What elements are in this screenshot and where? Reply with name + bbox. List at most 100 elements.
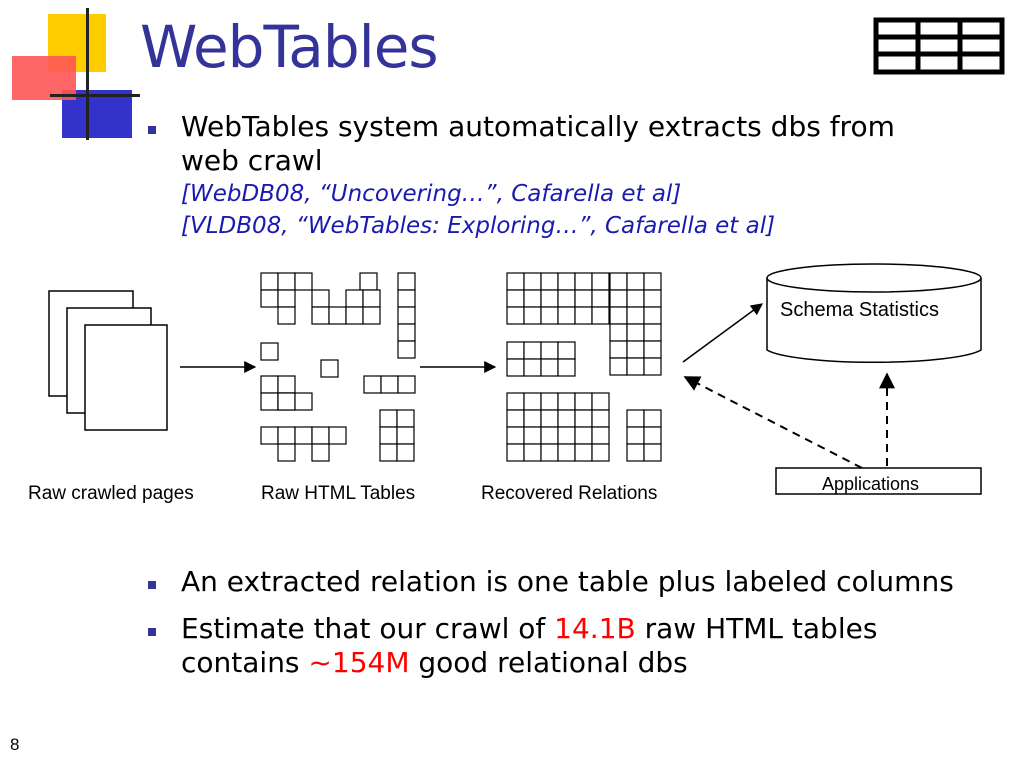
table-cell	[540, 426, 559, 445]
schema-statistics-cylinder	[766, 263, 982, 364]
table-cell	[320, 359, 339, 378]
table-cell	[506, 443, 525, 462]
citation-2: [VLDB08, “WebTables: Exploring…”, Cafare…	[181, 213, 776, 239]
table-cell	[609, 357, 628, 376]
table-cell	[574, 289, 593, 308]
table-cell	[557, 272, 576, 291]
table-cell	[540, 358, 559, 377]
table-cell	[574, 443, 593, 462]
table-cell	[277, 272, 296, 291]
table-cell	[609, 340, 628, 359]
table-cell	[506, 272, 525, 291]
table-cell	[506, 426, 525, 445]
label-applications: Applications	[822, 474, 920, 494]
bullet-1-text: WebTables system automatically extracts …	[181, 110, 895, 178]
table-cell	[506, 341, 525, 360]
table-cell	[540, 392, 559, 411]
arrow-relations-to-schema	[682, 303, 763, 363]
table-cell	[277, 392, 296, 411]
bullet-1-line2: web crawl	[181, 144, 323, 177]
table-cell	[277, 426, 296, 445]
table-cell	[260, 272, 279, 291]
table-cell	[397, 272, 416, 291]
table-cell	[523, 409, 542, 428]
table-cell	[311, 306, 330, 325]
table-cell	[311, 426, 330, 445]
table-cell	[397, 306, 416, 325]
table-cell	[523, 392, 542, 411]
table-cell	[643, 357, 662, 376]
table-cell	[277, 375, 296, 394]
table-cell	[260, 392, 279, 411]
table-cell	[277, 289, 296, 308]
table-cell	[523, 341, 542, 360]
table-cell	[540, 409, 559, 428]
table-cell	[311, 289, 330, 308]
table-cell	[540, 272, 559, 291]
table-cell	[609, 272, 628, 291]
table-cell	[523, 358, 542, 377]
table-cell	[574, 426, 593, 445]
highlight-154m: ~154M	[308, 646, 410, 679]
table-cell	[397, 289, 416, 308]
table-cell	[557, 289, 576, 308]
table-cell	[362, 289, 381, 308]
table-cell	[643, 323, 662, 342]
table-cell	[379, 409, 398, 428]
table-cell	[260, 342, 279, 361]
table-cell	[345, 289, 364, 308]
table-cell	[643, 340, 662, 359]
table-cell	[591, 426, 610, 445]
table-cell	[609, 306, 628, 325]
table-cell	[260, 375, 279, 394]
table-cell	[328, 426, 347, 445]
table-cell	[643, 409, 662, 428]
table-cell	[277, 443, 296, 462]
label-schema-statistics: Schema Statistics	[780, 299, 939, 321]
table-cell	[626, 443, 645, 462]
table-cell	[540, 306, 559, 325]
table-cell	[362, 306, 381, 325]
table-grids	[260, 272, 662, 462]
bullet-marker	[148, 628, 156, 636]
table-cell	[626, 306, 645, 325]
table-cell	[557, 306, 576, 325]
table-cell	[557, 409, 576, 428]
label-recovered-relations: Recovered Relations	[481, 483, 658, 504]
table-cell	[574, 392, 593, 411]
table-cell	[396, 443, 415, 462]
table-cell	[397, 340, 416, 359]
table-cell	[379, 426, 398, 445]
citation-1: [WebDB08, “Uncovering…”, Cafarella et al…	[181, 181, 682, 207]
table-cell	[591, 289, 610, 308]
table-cell	[574, 409, 593, 428]
table-cell	[260, 426, 279, 445]
table-cell	[523, 272, 542, 291]
bullet-2-text: An extracted relation is one table plus …	[181, 565, 954, 598]
table-cell	[396, 409, 415, 428]
table-cell	[626, 340, 645, 359]
table-cell	[311, 443, 330, 462]
table-cell	[574, 272, 593, 291]
table-cell	[626, 426, 645, 445]
table-cell	[294, 392, 313, 411]
table-cell	[591, 443, 610, 462]
bullet-3-line2: contains ~154M good relational dbs	[181, 646, 688, 679]
table-cell	[506, 289, 525, 308]
table-cell	[643, 306, 662, 325]
raw-pages-icon	[48, 290, 168, 431]
table-cell	[359, 272, 378, 291]
bullet-marker	[148, 126, 156, 134]
table-cell	[380, 375, 399, 394]
table-grid-icon	[873, 17, 1005, 75]
table-cell	[557, 341, 576, 360]
table-cell	[591, 392, 610, 411]
table-cell	[379, 443, 398, 462]
table-cell	[260, 289, 279, 308]
table-cell	[540, 341, 559, 360]
table-cell	[557, 443, 576, 462]
table-cell	[557, 392, 576, 411]
table-cell	[540, 443, 559, 462]
table-cell	[591, 272, 610, 291]
